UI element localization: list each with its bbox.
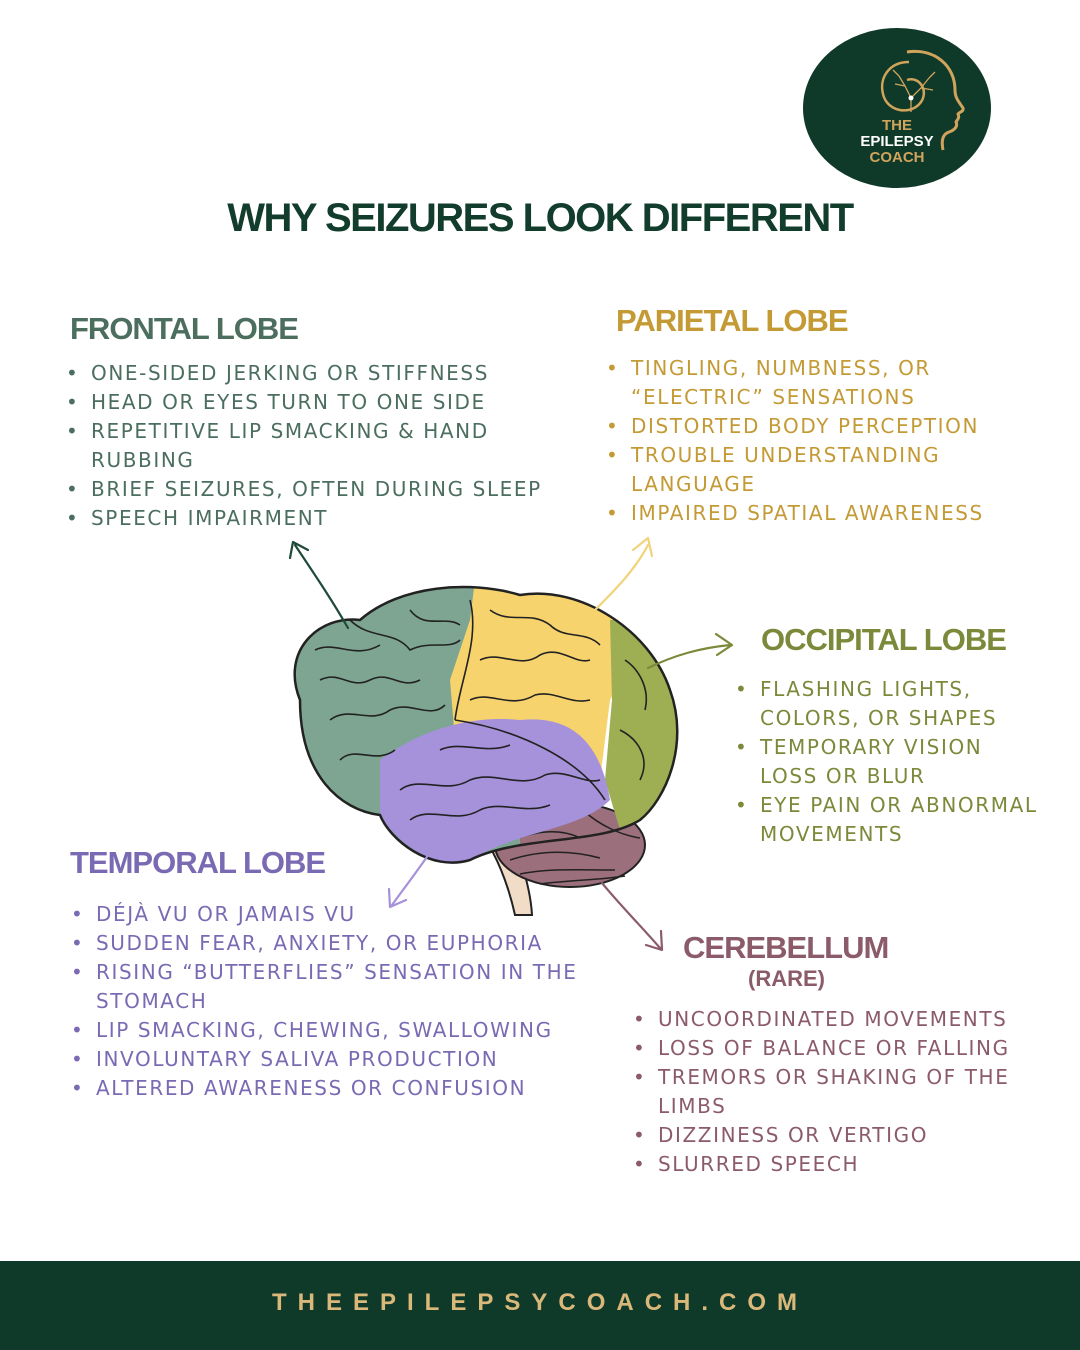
list-item: Temporary vision loss or blur <box>735 733 1045 791</box>
cerebellum-list: Uncoordinated movements Loss of balance … <box>633 1005 1023 1179</box>
list-item: Déjà vu or jamais vu <box>71 900 581 929</box>
frontal-lobe-list: One-sided jerking or stiffness Head or e… <box>66 359 546 533</box>
list-item: Dizziness or vertigo <box>633 1121 1023 1150</box>
list-item: Trouble understanding language <box>606 441 996 499</box>
list-item: Loss of balance or falling <box>633 1034 1023 1063</box>
list-item: Rising “butterflies” sensation in the st… <box>71 958 581 1016</box>
cerebellum-subheading: (RARE) <box>748 966 825 991</box>
head-silhouette-icon <box>880 49 965 151</box>
list-item: Lip smacking, chewing, swallowing <box>71 1016 581 1045</box>
logo-text-the: THE <box>882 117 912 134</box>
temporal-lobe-heading: TEMPORAL LOBE <box>70 845 326 880</box>
brain-outline <box>293 585 679 864</box>
list-item: Uncoordinated movements <box>633 1005 1023 1034</box>
logo-text-epilepsy: EPILEPSY <box>860 133 934 150</box>
website-link[interactable]: THEEPILEPSYCOACH.COM <box>271 1289 809 1316</box>
list-item: Brief seizures, often during sleep <box>66 475 546 504</box>
parietal-arrow <box>593 536 654 612</box>
occipital-lobe-heading: OCCIPITAL LOBE <box>761 622 1007 657</box>
list-item: Sudden fear, anxiety, or euphoria <box>71 929 581 958</box>
occipital-lobe-list: Flashing lights, colors, or shapes Tempo… <box>735 675 1045 849</box>
list-item: Altered awareness or confusion <box>71 1074 581 1103</box>
occipital-arrow <box>646 632 734 670</box>
frontal-arrow <box>288 540 350 630</box>
cerebellum-arrow <box>600 881 664 952</box>
frontal-lobe-heading: FRONTAL LOBE <box>70 311 299 346</box>
list-item: Tingling, numbness, or “electric” sensat… <box>606 354 996 412</box>
brain-gyri <box>314 599 647 821</box>
list-item: Impaired spatial awareness <box>606 499 996 528</box>
logo-text-coach: COACH <box>869 149 925 166</box>
list-item: Slurred speech <box>633 1150 1023 1179</box>
list-item: Involuntary saliva production <box>71 1045 581 1074</box>
list-item: Repetitive lip smacking & hand rubbing <box>66 417 546 475</box>
occipital-lobe-region <box>605 620 678 830</box>
temporal-lobe-list: Déjà vu or jamais vu Sudden fear, anxiet… <box>71 900 581 1103</box>
page-title: WHY SEIZURES LOOK DIFFERENT <box>227 196 854 240</box>
parietal-lobe-list: Tingling, numbness, or “electric” sensat… <box>606 354 996 528</box>
brand-logo: THE EPILEPSY COACH <box>803 28 991 188</box>
cerebellum-heading: CEREBELLUM <box>683 930 889 965</box>
footer-bar: THEEPILEPSYCOACH.COM <box>0 1261 1080 1350</box>
list-item: Eye pain or abnormal movements <box>735 791 1045 849</box>
temporal-lobe-region <box>380 719 610 862</box>
list-item: Tremors or shaking of the limbs <box>633 1063 1023 1121</box>
list-item: Distorted body perception <box>606 412 996 441</box>
list-item: Speech impairment <box>66 504 546 533</box>
list-item: One-sided jerking or stiffness <box>66 359 546 388</box>
parietal-lobe-heading: PARIETAL LOBE <box>616 303 849 338</box>
list-item: Head or eyes turn to one side <box>66 388 546 417</box>
list-item: Flashing lights, colors, or shapes <box>735 675 1045 733</box>
